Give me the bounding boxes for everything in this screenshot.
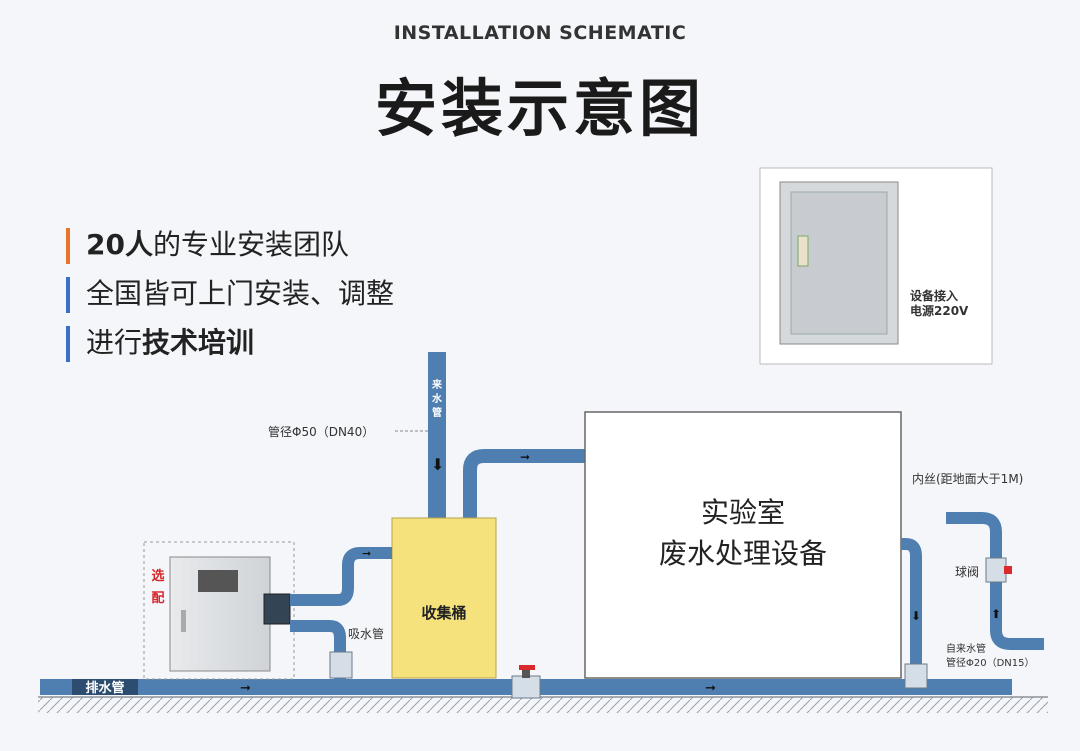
collection-tank-label: 收集桶	[421, 604, 466, 622]
ground-hatch	[38, 697, 1048, 713]
power-label-1: 设备接入	[910, 288, 958, 303]
flow-arrow: ➞	[240, 681, 251, 696]
pump	[263, 593, 291, 625]
ball-valve	[985, 557, 1007, 583]
inlet-label-2: 管	[432, 406, 442, 419]
optional-label-1: 配	[151, 591, 164, 606]
flow-arrow: ➞	[705, 681, 716, 696]
drain-pipe-label-box	[72, 679, 138, 695]
feature-training-bold: 技术培训	[142, 326, 255, 359]
feature-nationwide: 全国皆可上门安装、调整	[66, 275, 394, 313]
outlet-joint	[904, 663, 928, 689]
collection-tank	[391, 517, 497, 679]
feature-team: 20人的专业安装团队	[66, 226, 349, 264]
down-arrow: ⬇	[431, 455, 444, 474]
feature-team-bold: 20人	[86, 228, 153, 261]
flow-arrow: ➞	[520, 450, 530, 464]
optional-label-0: 选	[151, 568, 164, 584]
tap-water-label-1: 自来水管	[946, 642, 986, 655]
pump-to-tank-pipe	[290, 547, 392, 606]
optional-unit-frame	[143, 541, 295, 680]
inlet-pipe	[428, 352, 446, 518]
feature-bar	[66, 277, 70, 313]
pipe-size-label: 管径Φ50（DN40）	[268, 424, 374, 439]
drain-valve	[511, 665, 541, 699]
ball-valve-handle	[1004, 566, 1012, 574]
equipment-label-2: 废水处理设备	[659, 537, 827, 570]
feature-training: 进行技术培训	[66, 324, 254, 362]
power-label-2: 电源220V	[910, 303, 969, 318]
cabinet-handle	[181, 610, 186, 632]
cabinet-panel	[198, 570, 238, 592]
inner-thread-label: 内丝(距地面大于1M)	[912, 472, 1023, 486]
feature-team-text: 的专业安装团队	[152, 228, 349, 261]
suction-pipe	[290, 620, 346, 679]
down-arrow: ⬇	[911, 609, 921, 623]
feature-bar	[66, 228, 70, 264]
equipment-label-1: 实验室	[701, 496, 785, 529]
electrical-panel: 设备接入 电源220V	[759, 167, 993, 365]
inlet-label-0: 来	[431, 378, 443, 391]
feature-nationwide-text: 全国皆可上门安装、调整	[86, 277, 395, 310]
tap-water-label-2: 管径Φ20（DN15）	[946, 656, 1035, 669]
page-title: 安装示意图	[374, 72, 705, 145]
schematic-subtitle: INSTALLATION SCHEMATIC	[393, 22, 687, 44]
up-arrow: ⬆	[991, 607, 1001, 621]
suction-joint	[329, 651, 353, 679]
ball-valve-label: 球阀	[955, 565, 979, 579]
inlet-label-1: 水	[431, 392, 443, 405]
treatment-equipment	[584, 411, 902, 679]
flow-arrow: ➞	[362, 547, 371, 560]
feature-bar	[66, 326, 70, 362]
transfer-pipe	[463, 449, 585, 518]
suction-pipe-label: 吸水管	[348, 626, 384, 641]
feature-training-text: 进行	[86, 326, 143, 359]
drain-pipe-label: 排水管	[85, 680, 124, 696]
outlet-pipe	[901, 538, 922, 679]
